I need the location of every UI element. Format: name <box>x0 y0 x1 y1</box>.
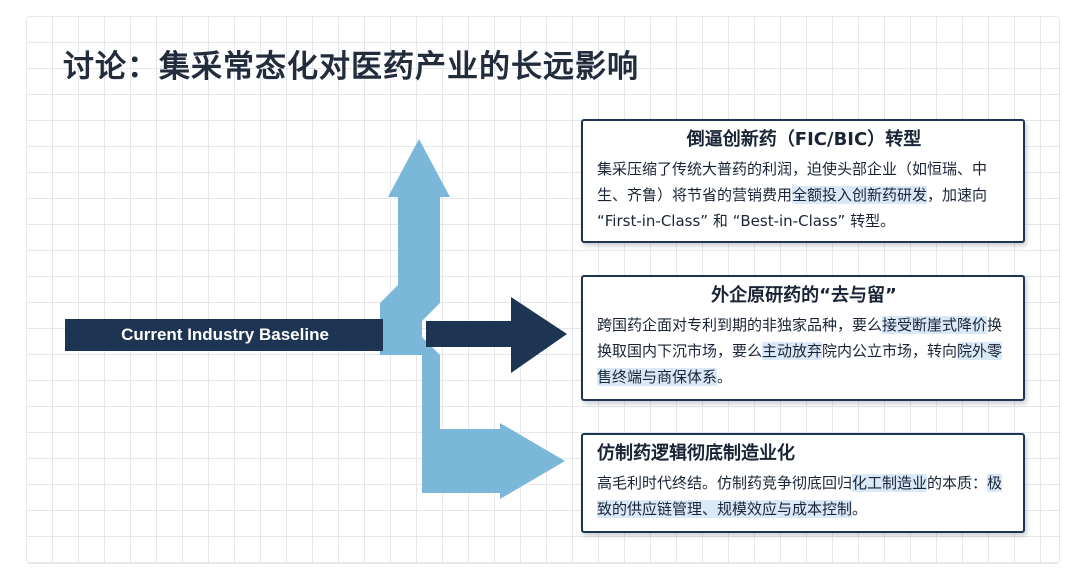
card-innovative-drug-transition: 倒逼创新药（FIC/BIC）转型 集采压缩了传统大普药的利润，迫使头部企业（如恒… <box>581 119 1025 243</box>
card-title: 外企原研药的“去与留” <box>711 285 897 306</box>
card-title: 仿制药逻辑彻底制造业化 <box>597 443 795 464</box>
card-body-text: 的本质： <box>927 474 988 492</box>
card-body-text: 集采压缩了传统大普药的利润，迫使头部企业（如恒瑞、中生、齐鲁）将节省的营销费用 <box>597 160 988 204</box>
card-body-text: 。 <box>717 368 733 386</box>
branching-arrows-diagram <box>65 139 567 499</box>
card-body: 跨国药企面对专利到期的非独家品种，要么接受断崖式降价换换取国内下沉市场，要么主动… <box>597 312 1011 390</box>
card-highlight: 接受断崖式降价 <box>882 316 988 334</box>
card-body-text: 高毛利时代终结。仿制药竞争彻底回归 <box>597 474 853 492</box>
card-body: 集采压缩了传统大普药的利润，迫使头部企业（如恒瑞、中生、齐鲁）将节省的营销费用全… <box>597 156 1011 234</box>
card-body-text: 跨国药企面对专利到期的非独家品种，要么 <box>597 316 883 334</box>
card-highlight: 主动放弃 <box>762 342 823 360</box>
middle-branch-arrow <box>426 297 567 373</box>
card-body-text: 换换取国内下沉市场，要么 <box>597 316 1003 360</box>
card-body-text: ，加速向 “First-in-Class” 和 “Best-in-Class” … <box>597 186 988 230</box>
upward-branch-arrow <box>380 139 450 351</box>
card-highlight: 全额投入创新药研发 <box>792 186 928 204</box>
card-body: 高毛利时代终结。仿制药竞争彻底回归化工制造业的本质：极致的供应链管理、规模效应与… <box>597 470 1011 522</box>
card-highlight: 化工制造业 <box>852 474 928 492</box>
page-title: 讨论：集采常态化对医药产业的长远影响 <box>63 49 639 85</box>
card-body-text: 院内公立市场，转向 <box>822 342 958 360</box>
downward-branch-arrow <box>380 337 565 499</box>
baseline-label: Current Industry Baseline <box>121 325 329 344</box>
card-body-text: 。 <box>852 500 868 518</box>
card-title: 倒逼创新药（FIC/BIC）转型 <box>686 129 922 150</box>
baseline-bar <box>65 319 383 351</box>
card-generic-drug-manufacturing: 仿制药逻辑彻底制造业化 高毛利时代终结。仿制药竞争彻底回归化工制造业的本质：极致… <box>581 433 1025 533</box>
slide: 讨论：集采常态化对医药产业的长远影响 Current Industry Base… <box>26 16 1060 564</box>
card-foreign-originator-drugs: 外企原研药的“去与留” 跨国药企面对专利到期的非独家品种，要么接受断崖式降价换换… <box>581 275 1025 401</box>
